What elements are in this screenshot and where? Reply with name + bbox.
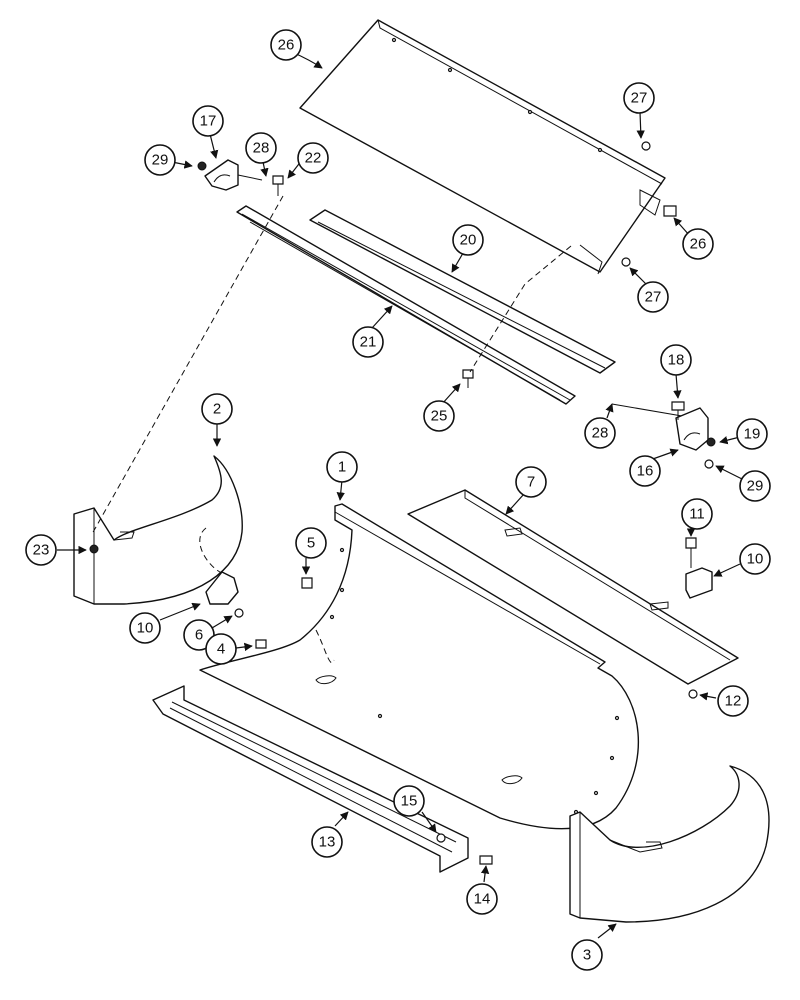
callout-24: 26 <box>270 29 302 61</box>
svg-text:21: 21 <box>360 334 377 351</box>
seal-channel <box>236 205 576 405</box>
side-angle <box>407 489 739 685</box>
callout-29: 29 <box>739 470 771 502</box>
top-cover-panel <box>299 19 666 275</box>
callout-1: 1 <box>326 451 358 483</box>
svg-text:29: 29 <box>747 478 764 495</box>
callout-10: 10 <box>739 543 771 575</box>
svg-text:27: 27 <box>645 289 662 306</box>
callout-5: 5 <box>295 527 327 559</box>
callout-11: 11 <box>681 498 713 530</box>
callout-27: 27 <box>623 82 655 114</box>
svg-text:28: 28 <box>592 425 609 442</box>
svg-text:10: 10 <box>747 551 764 568</box>
main-curved-pan <box>199 503 640 830</box>
svg-text:18: 18 <box>668 352 685 369</box>
left-bracket <box>205 571 313 649</box>
callout-28: 28 <box>245 132 277 164</box>
callout-3: 3 <box>571 939 603 971</box>
svg-text:25: 25 <box>431 408 448 425</box>
svg-text:26: 26 <box>278 37 295 54</box>
svg-text:14: 14 <box>474 891 491 908</box>
alignment-lines <box>91 195 572 535</box>
callout-12: 12 <box>717 685 749 717</box>
callout-29: 29 <box>144 144 176 176</box>
callout-10: 10 <box>129 612 161 644</box>
svg-text:6: 6 <box>195 627 203 644</box>
right-end-shield <box>569 765 770 923</box>
svg-text:10: 10 <box>137 620 154 637</box>
callout-17: 17 <box>192 105 224 137</box>
callout-13: 13 <box>311 826 343 858</box>
svg-text:19: 19 <box>744 426 761 443</box>
svg-text:3: 3 <box>583 947 591 964</box>
center-strip <box>309 209 616 374</box>
lower-bracket-assembly <box>611 401 716 469</box>
callout-19: 19 <box>736 418 768 450</box>
svg-text:26: 26 <box>690 236 707 253</box>
svg-text:15: 15 <box>401 793 418 810</box>
svg-text:11: 11 <box>689 506 705 523</box>
callout-28: 28 <box>584 417 616 449</box>
svg-text:27: 27 <box>631 90 648 107</box>
callout-26: 26 <box>682 228 714 260</box>
callout-22: 22 <box>297 142 329 174</box>
svg-text:7: 7 <box>527 474 535 491</box>
svg-text:29: 29 <box>152 152 169 169</box>
upper-bracket-assembly <box>197 159 284 196</box>
svg-text:12: 12 <box>725 693 742 710</box>
svg-text:4: 4 <box>217 641 225 658</box>
svg-text:22: 22 <box>305 150 322 167</box>
callout-14: 14 <box>466 883 498 915</box>
callout-20: 20 <box>452 224 484 256</box>
callout-2: 2 <box>201 393 233 425</box>
callout-7: 7 <box>515 466 547 498</box>
callout-18: 18 <box>660 344 692 376</box>
svg-text:17: 17 <box>200 113 217 130</box>
svg-text:5: 5 <box>307 535 315 552</box>
svg-text:16: 16 <box>637 463 654 480</box>
left-end-shield <box>73 455 243 605</box>
callout-23: 23 <box>25 534 57 566</box>
svg-text:13: 13 <box>319 834 336 851</box>
svg-text:2: 2 <box>213 401 221 418</box>
callout-27: 27 <box>637 281 669 313</box>
callout-16: 16 <box>629 455 661 487</box>
svg-text:1: 1 <box>338 459 346 476</box>
right-bracket <box>685 537 713 699</box>
callout-21: 21 <box>352 326 384 358</box>
callout-15: 15 <box>393 785 425 817</box>
svg-text:28: 28 <box>253 140 270 157</box>
lower-support-rail <box>152 685 493 873</box>
svg-text:20: 20 <box>460 232 477 249</box>
callout-4: 4 <box>205 633 237 665</box>
svg-text:23: 23 <box>33 542 50 559</box>
callout-25: 25 <box>423 400 455 432</box>
